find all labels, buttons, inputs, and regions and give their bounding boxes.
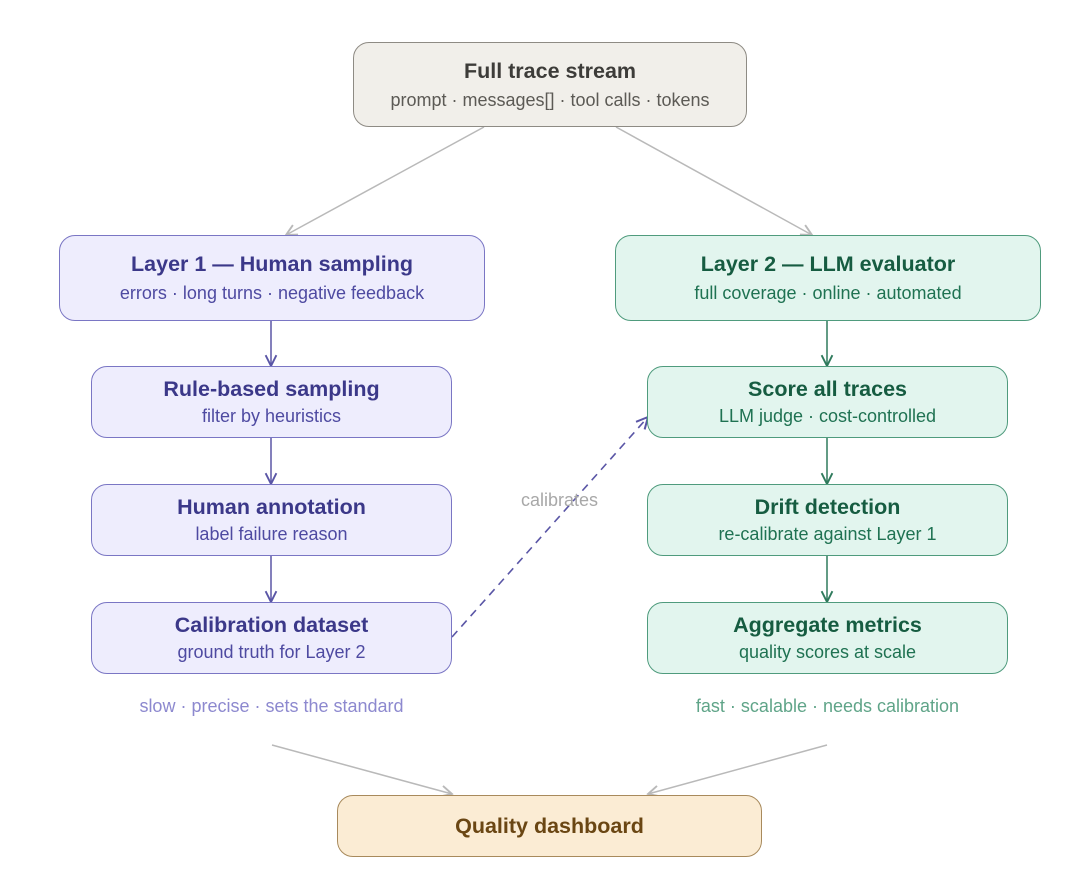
node-subtitle: errors · long turns · negative feedback [119, 283, 425, 304]
node-subtitle: prompt · messages[] · tool calls · token… [390, 89, 710, 110]
node-subtitle: filter by heuristics [201, 406, 342, 427]
node-quality-dashboard: Quality dashboard [337, 795, 762, 857]
node-drift-detection: Drift detection re-calibrate against Lay… [647, 484, 1008, 556]
node-subtitle: ground truth for Layer 2 [177, 642, 366, 663]
node-title: Drift detection [754, 495, 901, 520]
edge-layer1-to-dashboard [271, 744, 452, 794]
node-title: Full trace stream [463, 58, 637, 83]
node-title: Calibration dataset [174, 613, 369, 638]
edge-layer2-to-dashboard [648, 744, 828, 794]
node-subtitle: re-calibrate against Layer 1 [718, 524, 937, 545]
node-calibration-dataset: Calibration dataset ground truth for Lay… [91, 602, 452, 674]
node-title: Aggregate metrics [733, 613, 922, 638]
layer2-caption: fast · scalable · needs calibration [695, 696, 960, 716]
edge-calibrates [451, 417, 648, 638]
node-title: Quality dashboard [455, 813, 644, 838]
calibrates-label: calibrates [521, 490, 599, 510]
node-title: Score all traces [748, 377, 907, 402]
node-title: Rule-based sampling [163, 377, 380, 402]
node-score-all-traces: Score all traces LLM judge · cost-contro… [647, 366, 1008, 438]
node-subtitle: LLM judge · cost-controlled [718, 406, 937, 427]
layer1-caption: slow · precise · sets the standard [139, 696, 404, 716]
node-title: Layer 1 — Human sampling [131, 252, 413, 277]
node-title: Layer 2 — LLM evaluator [700, 252, 956, 277]
node-layer1-header: Layer 1 — Human sampling errors · long t… [59, 235, 485, 321]
edge-top-to-layer1 [286, 126, 485, 235]
edge-top-to-layer2 [615, 126, 812, 235]
node-subtitle: full coverage · online · automated [694, 283, 962, 304]
node-aggregate-metrics: Aggregate metrics quality scores at scal… [647, 602, 1008, 674]
node-full-trace-stream: Full trace stream prompt · messages[] · … [353, 42, 747, 127]
node-subtitle: quality scores at scale [738, 642, 917, 663]
node-layer2-header: Layer 2 — LLM evaluator full coverage · … [615, 235, 1041, 321]
node-title: Human annotation [177, 495, 366, 520]
node-subtitle: label failure reason [195, 524, 348, 545]
node-rule-based-sampling: Rule-based sampling filter by heuristics [91, 366, 452, 438]
node-human-annotation: Human annotation label failure reason [91, 484, 452, 556]
